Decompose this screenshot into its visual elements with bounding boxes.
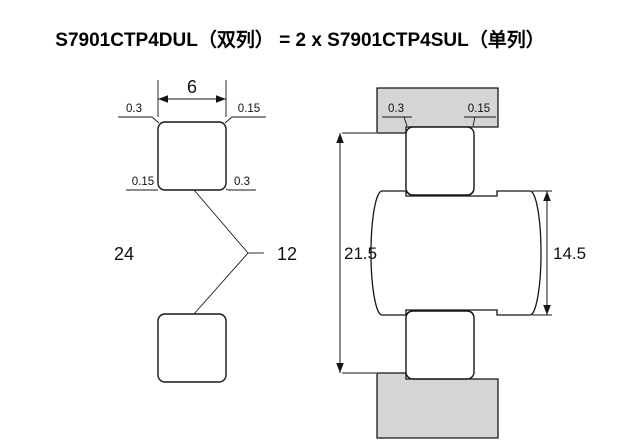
leader-line <box>472 116 476 127</box>
chamfer-label: 0.3 <box>126 103 142 115</box>
chamfer-label: 0.15 <box>132 176 154 188</box>
bearing-section-top <box>157 121 227 191</box>
outer-diameter-label: 24 <box>114 244 134 264</box>
bearing-outline <box>157 121 227 191</box>
shaft <box>370 190 542 316</box>
contact-line <box>193 252 249 315</box>
housing-shoulder-dimension: 21.5 <box>336 132 377 374</box>
shaft-shoulder-label: 14.5 <box>553 244 586 263</box>
chamfer-label: 0.3 <box>234 176 250 188</box>
chamfer-label: 0.15 <box>468 103 490 115</box>
bearing-outline <box>405 310 475 380</box>
left-section-view: 6 0.3 0.15 0.15 0.3 <box>114 77 297 383</box>
diagram-title: S7901CTP4DUL（双列） = 2 x S7901CTP4SUL（单列） <box>55 28 544 51</box>
contact-line <box>193 189 249 254</box>
leader-line <box>224 116 233 124</box>
bearing-section-bottom <box>157 313 227 383</box>
contact-angle-lines <box>193 189 264 315</box>
chamfer-labels-left-view: 0.3 0.15 0.15 0.3 <box>118 103 266 191</box>
shaft-shoulder-dimension: 14.5 <box>532 190 586 316</box>
leader-line <box>151 116 160 124</box>
housing-shoulder-label: 21.5 <box>344 244 377 263</box>
right-mounted-view: 0.3 0.15 <box>336 87 586 439</box>
chamfer-label: 0.15 <box>238 103 260 115</box>
chamfer-labels-right-view: 0.3 0.15 <box>382 103 496 127</box>
housing-top <box>376 87 499 134</box>
leader-line <box>225 188 229 191</box>
leader-line <box>403 116 408 127</box>
bore-diameter-label: 12 <box>277 244 297 264</box>
bearing-section-top-mounted <box>405 126 475 196</box>
housing-bottom <box>376 372 499 439</box>
bearing-outline <box>405 126 475 196</box>
width-label: 6 <box>187 77 197 97</box>
width-dimension: 6 <box>157 77 227 117</box>
bearing-section-bottom-mounted <box>405 310 475 380</box>
chamfer-label: 0.3 <box>388 103 404 115</box>
bearing-outline <box>157 313 227 383</box>
